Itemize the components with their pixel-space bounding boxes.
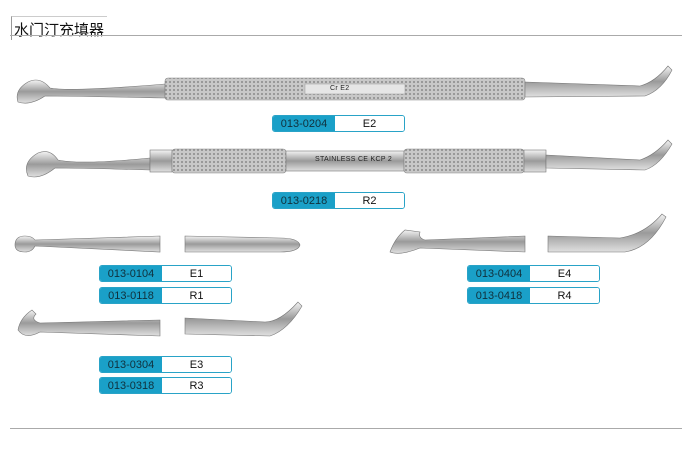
- instrument-e2: [16, 65, 673, 104]
- product-name: E3: [162, 357, 231, 372]
- product-name: R4: [530, 288, 599, 303]
- product-code: 013-0418: [468, 288, 530, 303]
- instrument-r2: [26, 139, 673, 178]
- product-code: 013-0404: [468, 266, 530, 281]
- header-divider: [10, 35, 682, 36]
- product-name: R1: [162, 288, 231, 303]
- instrument-e4: [389, 213, 667, 254]
- product-name: R3: [162, 378, 231, 393]
- product-name: E4: [530, 266, 599, 281]
- product-code: 013-0304: [100, 357, 162, 372]
- product-code: 013-0218: [273, 193, 335, 208]
- page-title: 水门汀充填器: [11, 16, 108, 40]
- product-code: 013-0318: [100, 378, 162, 393]
- instrument-e1: [14, 235, 301, 253]
- product-name: R2: [335, 193, 404, 208]
- footer-divider: [10, 428, 682, 429]
- product-code: 013-0104: [100, 266, 162, 281]
- product-name: E2: [335, 116, 404, 131]
- handle-engraving-r2: STAINLESS CE KCP 2: [315, 156, 393, 163]
- instrument-e3: [17, 301, 303, 337]
- handle-engraving-e2: Cr E2: [330, 85, 350, 92]
- product-name: E1: [162, 266, 231, 281]
- product-code: 013-0204: [273, 116, 335, 131]
- product-code: 013-0118: [100, 288, 162, 303]
